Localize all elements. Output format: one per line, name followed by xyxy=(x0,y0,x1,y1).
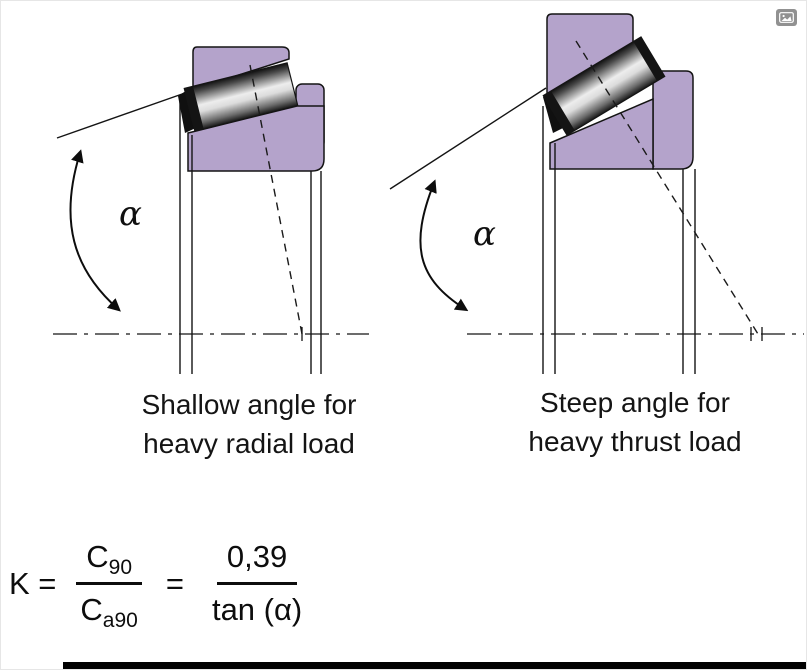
fraction-denominator: Ca90 xyxy=(80,592,138,633)
angle-arc-arrow xyxy=(69,149,121,312)
formula-equals: = xyxy=(165,565,184,601)
caption-line: Steep angle for xyxy=(540,387,730,418)
fraction-numerator: 0,39 xyxy=(216,539,298,585)
fraction-denominator: tan (α) xyxy=(211,592,303,627)
fraction-039-tan: 0,39 tan (α) xyxy=(202,539,312,628)
shaft-lines xyxy=(542,106,696,374)
pressure-line-dashed xyxy=(249,64,303,335)
angle-arc-arrow xyxy=(419,179,469,312)
inner-ring-rib xyxy=(652,70,694,170)
k-factor-formula: K = C90 Ca90 = 0,39 tan (α) xyxy=(9,539,312,633)
contact-angle-reference-line xyxy=(56,92,186,139)
contact-angle-reference-line xyxy=(389,87,547,190)
caption-steep-angle: Steep angle for heavy thrust load xyxy=(461,383,806,461)
formula-lhs: K = xyxy=(9,565,57,601)
tapered-roller xyxy=(183,62,299,132)
figure-shallow-angle: α xyxy=(53,46,369,374)
inner-ring-cone xyxy=(187,105,325,172)
caption-line: heavy radial load xyxy=(143,428,355,459)
caption-line: Shallow angle for xyxy=(141,389,357,420)
alpha-symbol-right: α xyxy=(473,214,496,254)
caption-shallow-angle: Shallow angle for heavy radial load xyxy=(85,385,413,463)
image-icon[interactable] xyxy=(776,9,797,26)
inner-ring-cone xyxy=(549,97,654,170)
caption-line: heavy thrust load xyxy=(528,426,742,457)
bottom-black-bar xyxy=(63,662,806,669)
alpha-symbol-left: α xyxy=(119,194,142,234)
pressure-line-dashed xyxy=(575,40,759,335)
figure-steep-angle: α xyxy=(389,13,804,374)
fraction-c90-ca90: C90 Ca90 xyxy=(70,539,147,633)
bearing-diagrams-svg: α xyxy=(53,13,804,374)
shaft-lines xyxy=(179,97,322,374)
fraction-numerator: C90 xyxy=(76,539,142,585)
